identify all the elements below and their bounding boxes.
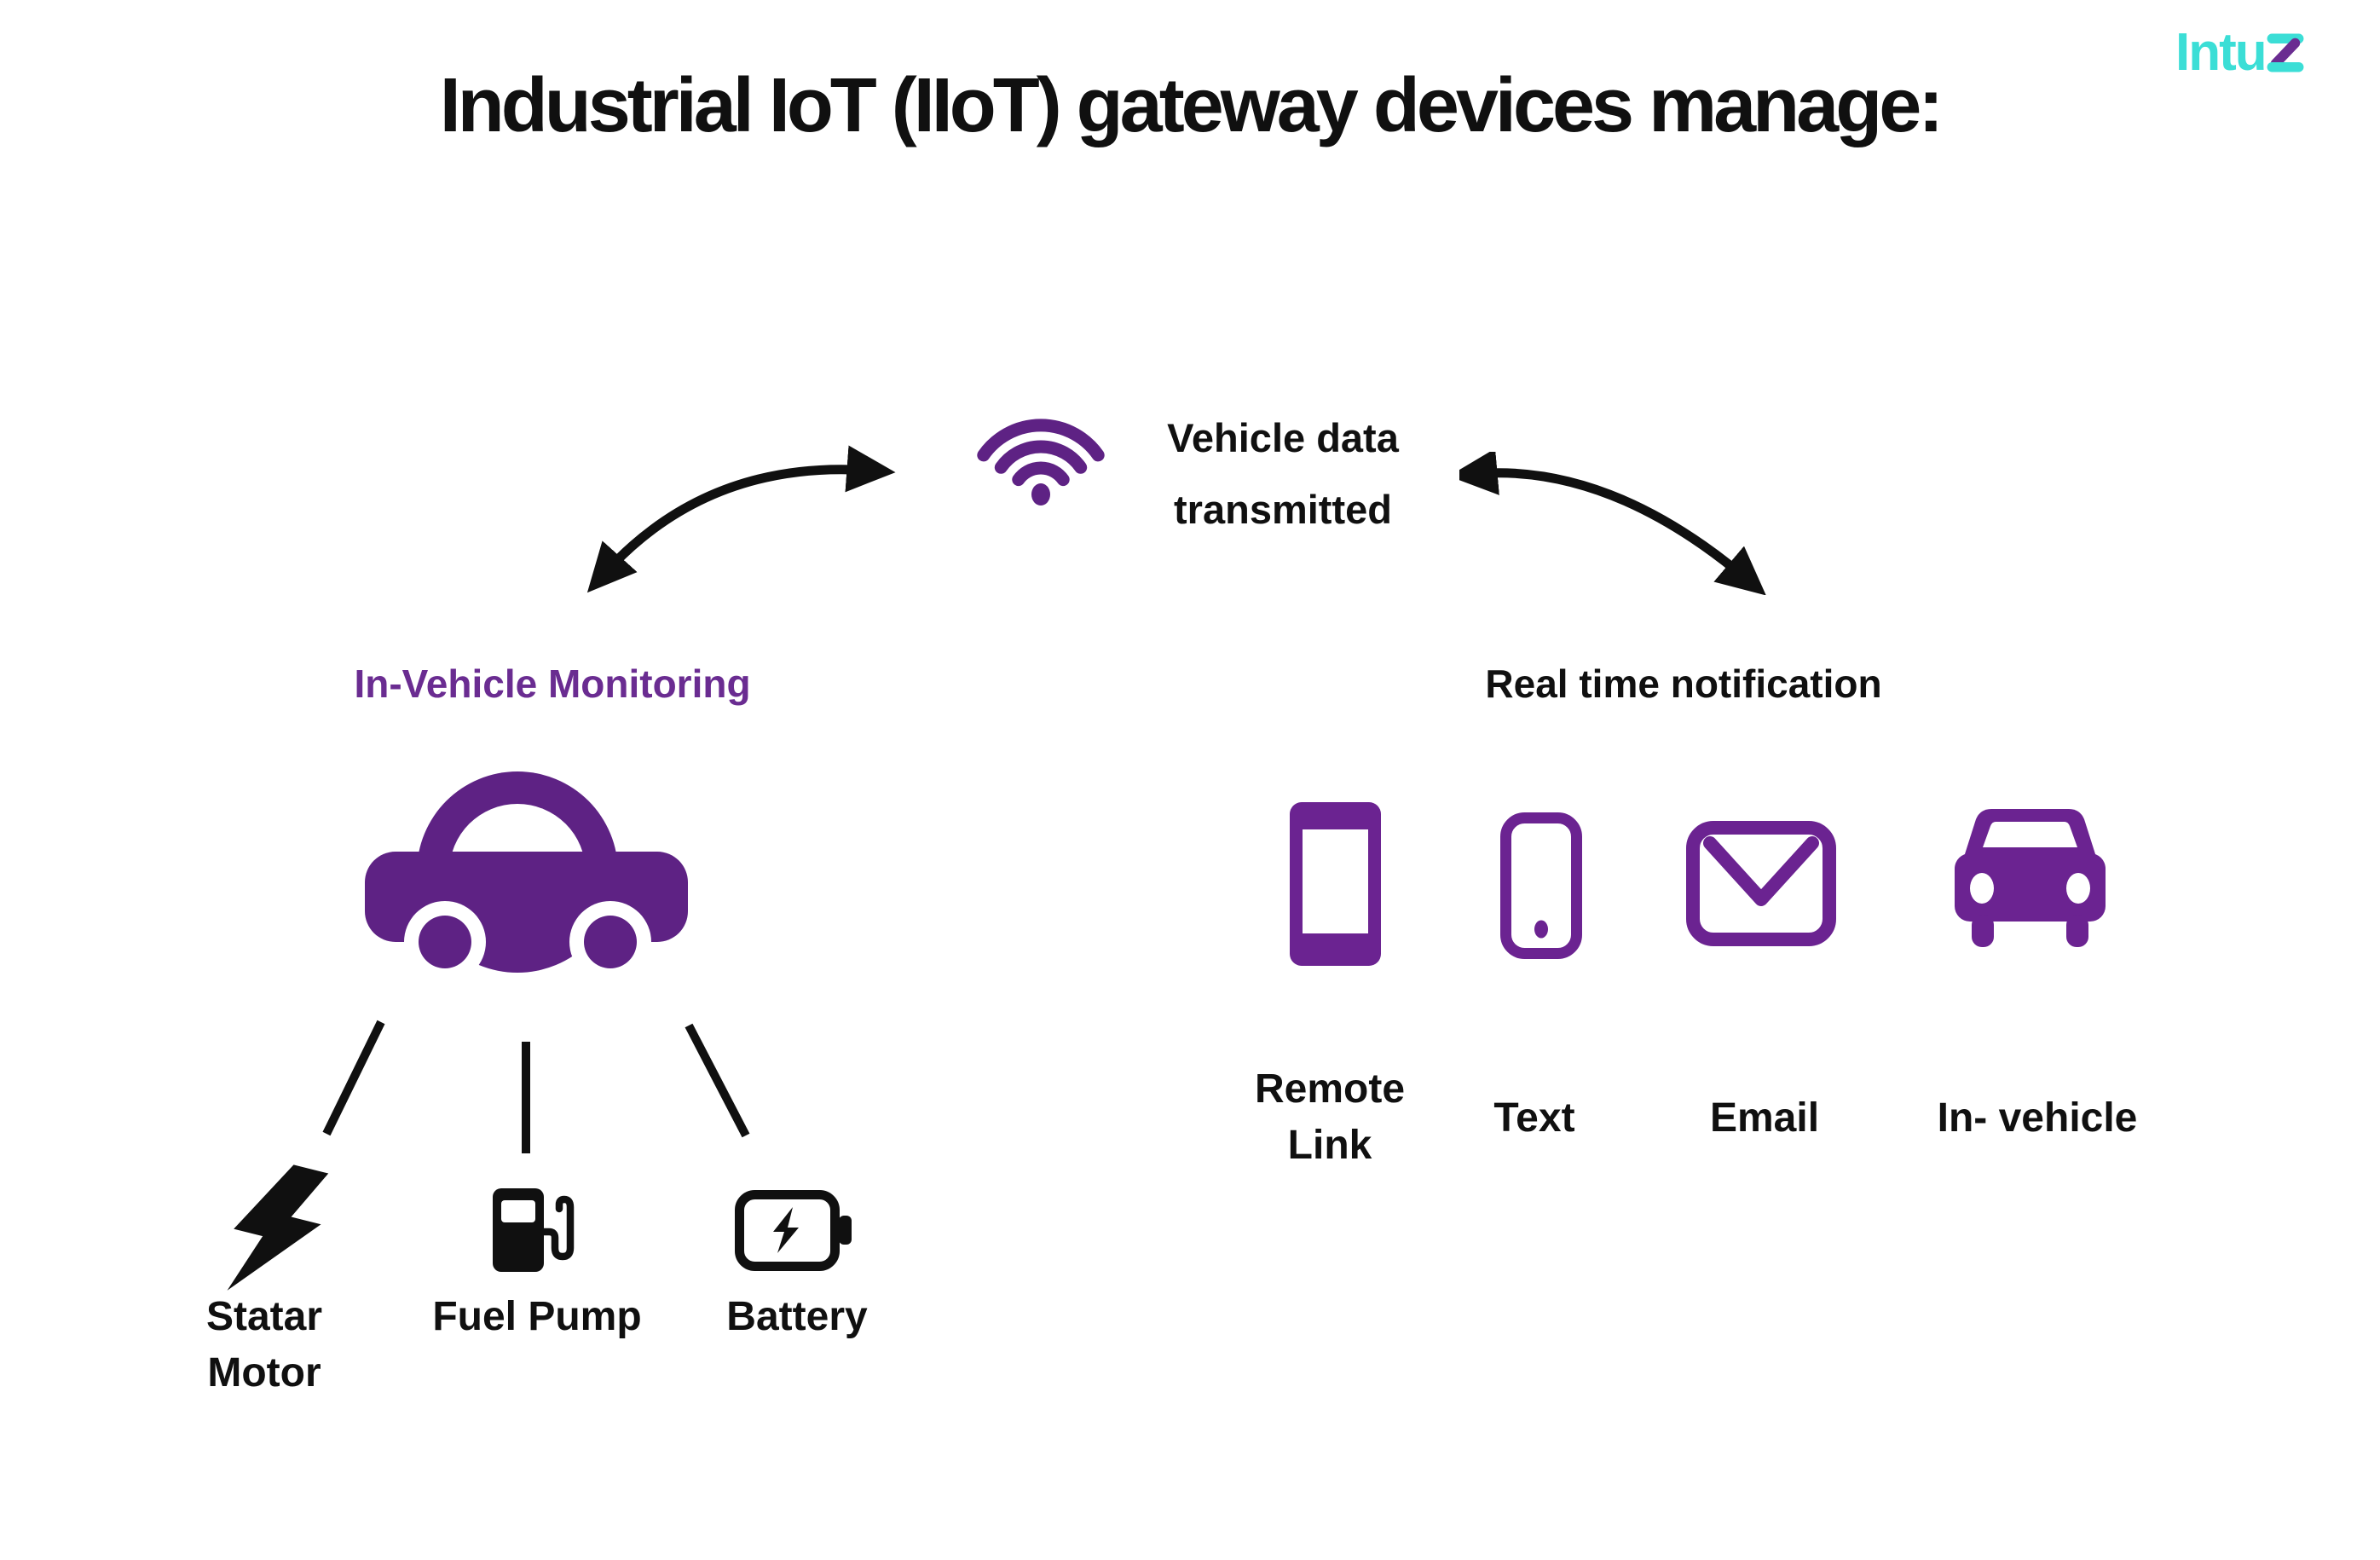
fuel-pump-icon — [493, 1188, 575, 1272]
tablet-icon — [1290, 802, 1381, 966]
label-statar-line2: Motor — [207, 1350, 321, 1395]
lightning-icon — [227, 1164, 329, 1291]
label-email: Email — [1709, 1095, 1820, 1141]
email-icon — [1686, 821, 1836, 946]
label-statar-motor: Statar Motor — [136, 1289, 392, 1401]
label-battery: Battery — [726, 1294, 868, 1339]
wifi-icon — [977, 419, 1105, 506]
label-remote-line1: Remote — [1254, 1066, 1406, 1112]
brand-logo-text: Intu — [2175, 23, 2267, 82]
hub-label-line2: transmitted — [1174, 487, 1392, 532]
battery-icon — [735, 1190, 852, 1271]
label-fuel-pump: Fuel Pump — [432, 1294, 642, 1339]
car-side-icon — [365, 771, 688, 979]
hub-label-line1: Vehicle data — [1167, 415, 1399, 460]
label-in-vehicle: In- vehicle — [1937, 1095, 2138, 1141]
label-remote-link: Remote Link — [1202, 1061, 1458, 1174]
car-front-icon — [1955, 809, 2106, 947]
page-title: Industrial IoT (IIoT) gateway devices ma… — [439, 63, 1944, 148]
label-remote-line2: Link — [1287, 1123, 1372, 1168]
hub-label: Vehicle data transmitted — [1125, 402, 1441, 546]
brand-logo: Intu — [2175, 22, 2305, 83]
left-section-heading: In-Vehicle Monitoring — [354, 662, 751, 706]
phone-icon — [1500, 812, 1582, 959]
connector-lines — [322, 1020, 750, 1153]
right-section-heading: Real time notification — [1485, 662, 1882, 706]
right-double-arrow-icon — [1459, 452, 1766, 595]
label-statar-line1: Statar — [205, 1294, 323, 1339]
label-text: Text — [1493, 1095, 1575, 1141]
left-double-arrow-icon — [586, 445, 896, 593]
brand-logo-z-icon — [2267, 33, 2304, 72]
